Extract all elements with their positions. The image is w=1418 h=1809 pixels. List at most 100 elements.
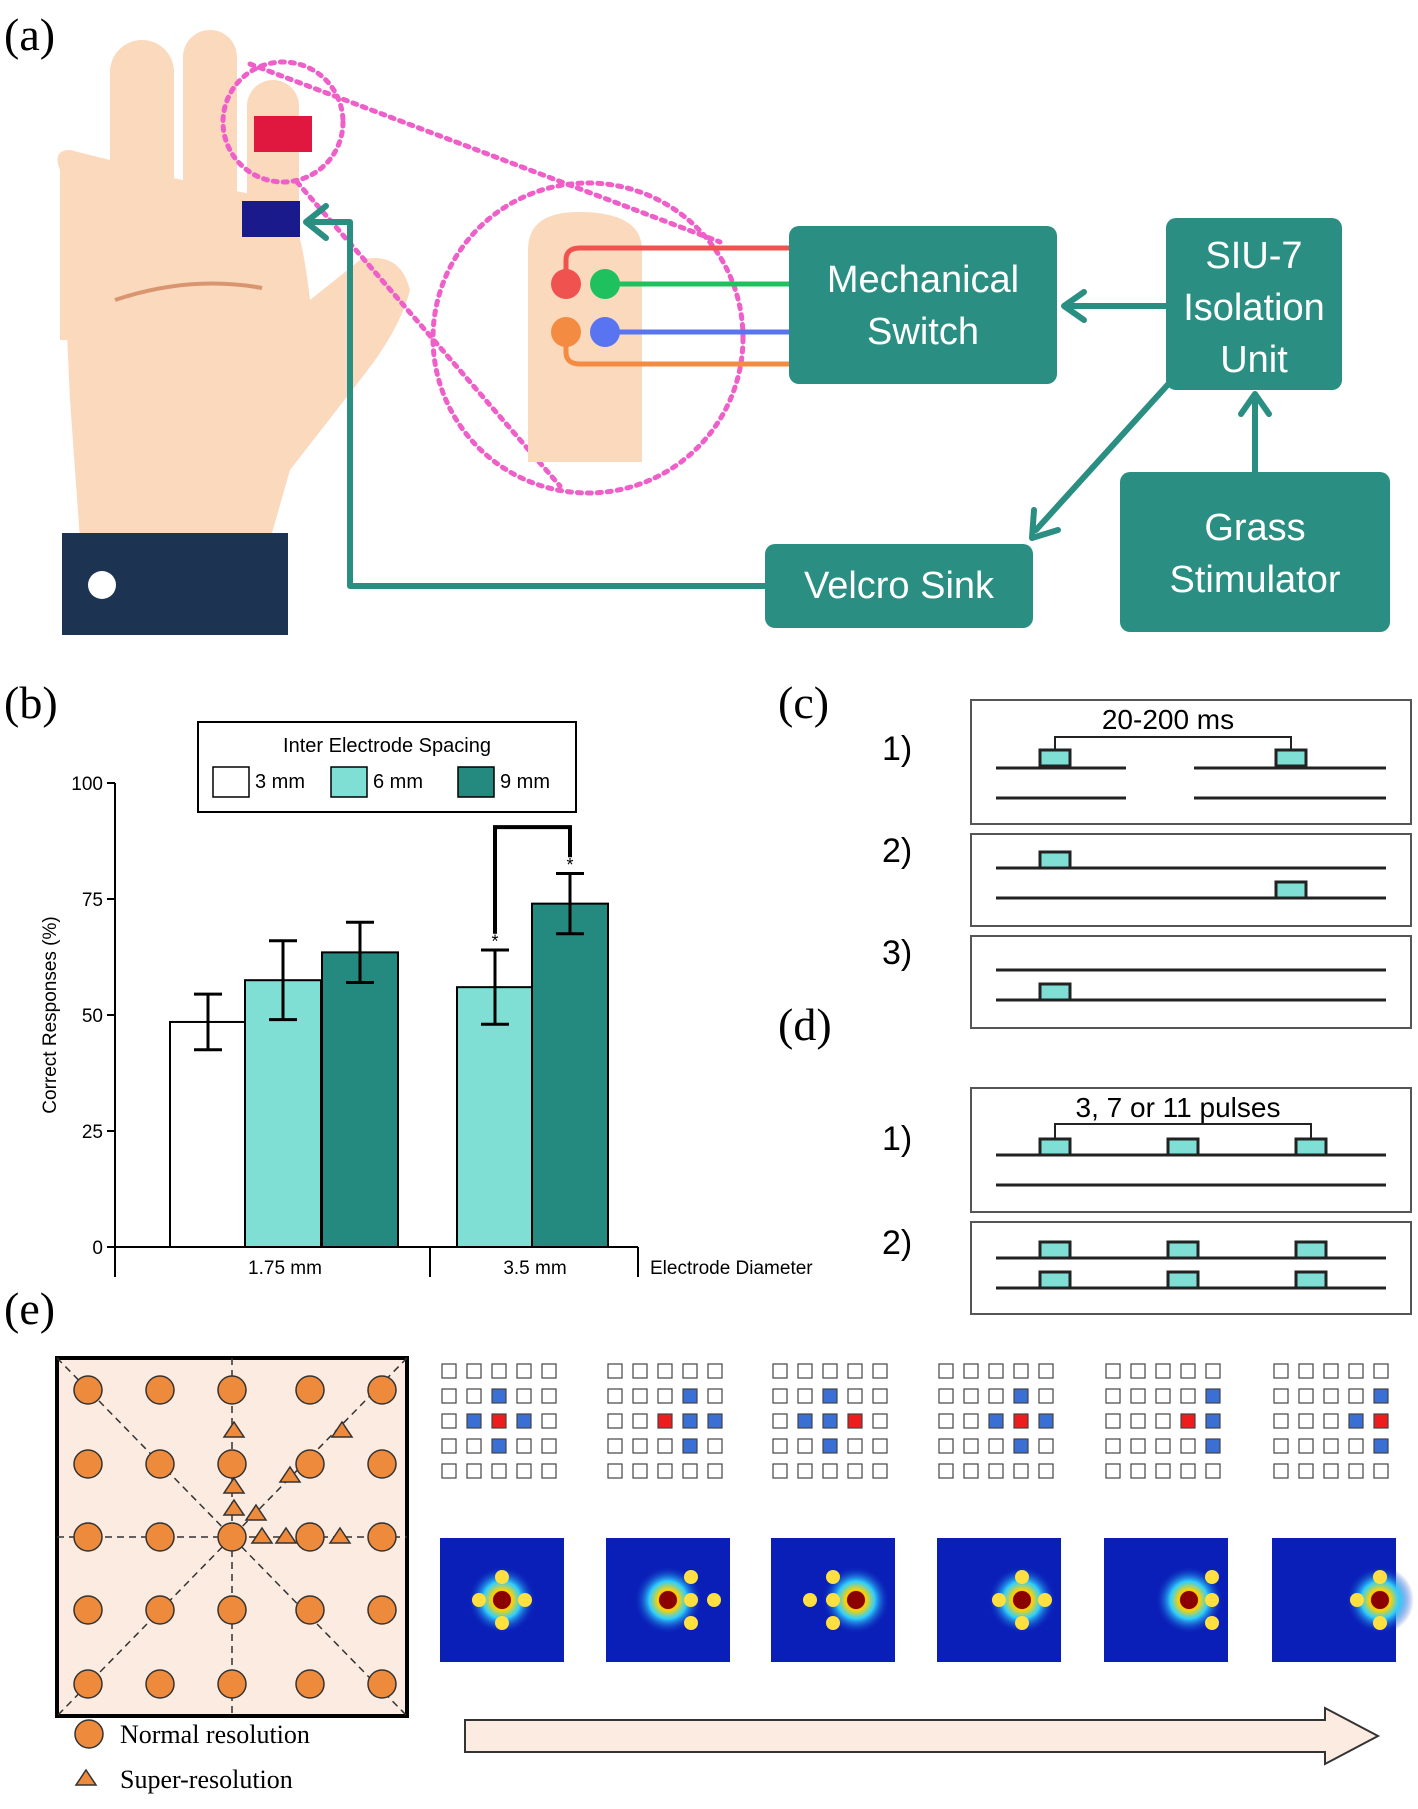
stimulation-pixel: [632, 1388, 648, 1404]
stimulation-pixel: [1298, 1363, 1314, 1379]
x-axis-label: Electrode Diameter: [650, 1258, 813, 1279]
stimulation-pixel: [707, 1388, 723, 1404]
stimulation-pixel: [466, 1463, 482, 1479]
panel-label-d: (d): [778, 999, 832, 1050]
isolation-unit-line2: Isolation: [1183, 287, 1325, 329]
stimulation-pixel: [466, 1438, 482, 1454]
y-axis-label: Correct Responses (%): [40, 916, 61, 1113]
normal-resolution-electrode: [73, 1449, 103, 1479]
stimulation-pixel: [1205, 1363, 1221, 1379]
stimulation-pixel: [1373, 1413, 1389, 1429]
activation-spot: [1373, 1570, 1387, 1584]
activation-spot: [472, 1593, 486, 1607]
stimulation-pixel: [657, 1363, 673, 1379]
legend-normal-resolution: Normal resolution: [120, 1720, 310, 1749]
stimulation-pixel: [657, 1413, 673, 1429]
stimulation-pixel: [938, 1438, 954, 1454]
stimulation-pixel: [491, 1413, 507, 1429]
y-tick-label: 0: [92, 1238, 103, 1259]
stimulation-pixel: [682, 1438, 698, 1454]
stimulation-pixel: [1105, 1438, 1121, 1454]
stimulation-pixel: [541, 1413, 557, 1429]
stimulation-pixel: [632, 1463, 648, 1479]
stimulation-pixel: [657, 1438, 673, 1454]
activation-peak: [1013, 1591, 1031, 1609]
legend-super-resolution: Super-resolution: [120, 1765, 293, 1794]
stimulation-pixel: [988, 1363, 1004, 1379]
stimulation-pixel: [772, 1388, 788, 1404]
stimulation-pixel: [1180, 1388, 1196, 1404]
bar: [321, 951, 399, 1248]
stimulation-pixel: [1348, 1363, 1364, 1379]
stimulation-pixel: [632, 1413, 648, 1429]
stimulation-pixel: [847, 1438, 863, 1454]
stimulation-pixel: [1013, 1463, 1029, 1479]
stimulation-pixel: [797, 1388, 813, 1404]
normal-resolution-electrode: [217, 1522, 247, 1552]
velcro-sink-label: Velcro Sink: [804, 565, 995, 607]
blue-electrode: [242, 201, 300, 237]
normal-resolution-electrode: [145, 1595, 175, 1625]
panel-label-c: (c): [778, 677, 829, 728]
stimulation-pixel: [1298, 1463, 1314, 1479]
normal-resolution-electrode: [145, 1669, 175, 1699]
stimulation-pixel: [1273, 1363, 1289, 1379]
stimulation-pixel: [1205, 1463, 1221, 1479]
stimulation-pixel: [516, 1463, 532, 1479]
stimulation-pixel: [822, 1388, 838, 1404]
stimulation-pixel: [1180, 1463, 1196, 1479]
stimulation-pixel: [772, 1463, 788, 1479]
super-resolution-marker: [74, 1768, 98, 1786]
stimulation-pixel: [872, 1363, 888, 1379]
stimulation-pixel: [872, 1388, 888, 1404]
stimulation-pixel: [1373, 1463, 1389, 1479]
normal-resolution-electrode: [145, 1375, 175, 1405]
stimulation-pixel: [1323, 1463, 1339, 1479]
panel-d-stimulus-diagrams: [970, 1087, 1412, 1315]
stimulation-pixel: [1298, 1388, 1314, 1404]
stimulation-pixel: [988, 1463, 1004, 1479]
mechanical-switch-line2: Switch: [867, 311, 979, 353]
stimulation-pixel: [847, 1413, 863, 1429]
panel-c-row-1-label: 1): [882, 730, 912, 768]
y-tick-label: 75: [82, 890, 103, 911]
electrode-red: [551, 269, 581, 299]
x-category-label: 3.5 mm: [503, 1258, 566, 1279]
stimulation-pixel: [1348, 1438, 1364, 1454]
stimulation-pixel: [1205, 1388, 1221, 1404]
stimulation-pixel: [797, 1363, 813, 1379]
bar: [531, 902, 609, 1248]
stimulation-pixel: [1205, 1413, 1221, 1429]
stimulation-pixel: [657, 1463, 673, 1479]
activation-spot: [1205, 1616, 1219, 1630]
panel-c-stimulus-diagrams: [970, 699, 1412, 1029]
bar: [456, 986, 534, 1248]
stimulation-pixel: [988, 1388, 1004, 1404]
normal-resolution-electrode: [295, 1595, 325, 1625]
signal-arrows: [303, 203, 1272, 589]
y-tick-label: 50: [82, 1006, 103, 1027]
stimulation-pixel: [1130, 1388, 1146, 1404]
stimulation-pixel: [607, 1413, 623, 1429]
stimulation-pixel: [1323, 1363, 1339, 1379]
stimulation-pixel: [1155, 1413, 1171, 1429]
stimulation-pixel: [707, 1463, 723, 1479]
stimulation-pixel: [963, 1463, 979, 1479]
stimulation-pixel: [441, 1413, 457, 1429]
stimulation-pixel: [1373, 1388, 1389, 1404]
stimulation-pixel: [1180, 1413, 1196, 1429]
activation-sequence: [440, 1363, 1414, 1662]
grass-stimulator-line1: Grass: [1204, 507, 1305, 549]
stimulation-pixel: [872, 1463, 888, 1479]
activation-spot: [1038, 1593, 1052, 1607]
stimulation-pixel: [441, 1463, 457, 1479]
panel-label-b: (b): [4, 677, 58, 728]
stimulation-pixel: [1205, 1438, 1221, 1454]
stimulation-pixel: [682, 1363, 698, 1379]
stimulation-pixel: [772, 1363, 788, 1379]
stimulation-pixel: [772, 1438, 788, 1454]
isolation-unit-line1: SIU-7: [1205, 235, 1302, 277]
significance-marker: *: [566, 855, 573, 875]
stimulation-pixel: [1013, 1413, 1029, 1429]
